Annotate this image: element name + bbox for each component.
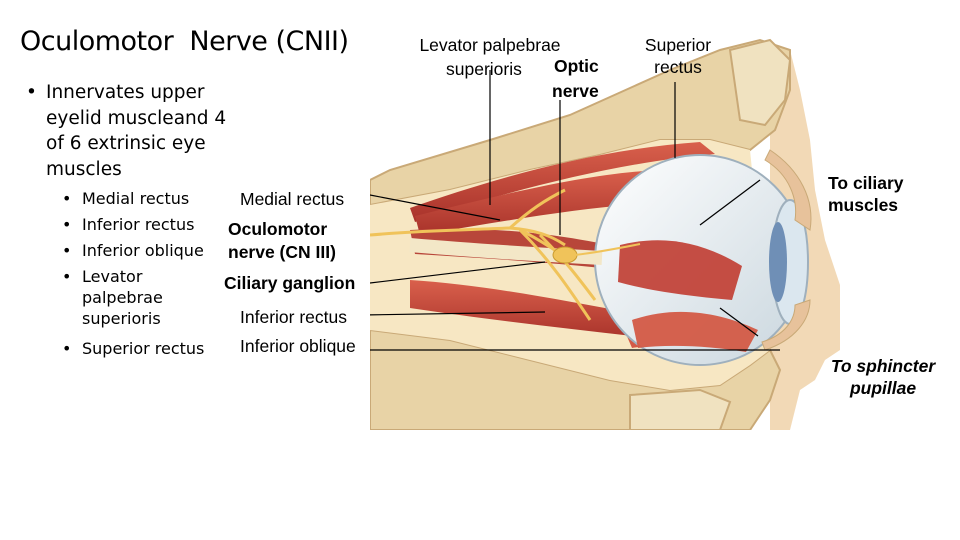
- maxillary-sinus: [629, 388, 732, 430]
- list-item: •Medial rectus: [62, 186, 212, 212]
- list-item: •Inferior rectus: [62, 212, 212, 238]
- optic-label-line2: nerve: [552, 81, 599, 101]
- ciliary-muscles-label: To ciliary muscles: [828, 173, 904, 215]
- sphincter-pupillae-label: To sphincter pupillae: [830, 356, 936, 398]
- bullet-icon: •: [62, 267, 72, 286]
- bullet-icon: •: [26, 82, 37, 103]
- optic-label: Optic: [554, 56, 599, 76]
- oculomotor-nerve-label-line2: nerve (CN III): [228, 242, 336, 262]
- levator-palpebrae-muscle: [410, 142, 715, 222]
- inferior-oblique-insertion: [632, 311, 758, 352]
- inferior-oblique-label: Inferior oblique: [240, 336, 356, 356]
- iris: [769, 222, 787, 302]
- frontal-sinus: [728, 38, 792, 127]
- ciliary-ganglion-label: Ciliary ganglion: [224, 273, 356, 293]
- short-ciliary-nerves: [574, 243, 641, 256]
- eye-orbit-illustration: [370, 38, 840, 430]
- bullet-icon: •: [62, 339, 72, 358]
- list-item: •Levator palpebrae superioris: [62, 267, 163, 328]
- slide-title: Oculomotor Nerve (CNII): [20, 26, 349, 57]
- levator-label: Levator palpebrae: [419, 35, 561, 55]
- muscle-list: •Medial rectus •Inferior rectus •Inferio…: [62, 186, 212, 329]
- intro-text: Innervates upper eyelid muscleand 4 of 6…: [46, 82, 227, 180]
- ciliary-ganglion: [552, 246, 578, 264]
- bullet-icon: •: [62, 241, 72, 260]
- medial-rectus-label: Medial rectus: [240, 189, 345, 209]
- oculomotor-nerve-label: Oculomotor: [228, 219, 328, 239]
- list-item: •Superior rectus: [62, 336, 204, 362]
- superior-rectus-label: Superior rectus: [644, 35, 712, 77]
- levator-label-line2: superioris: [446, 59, 522, 79]
- optic-nerve: [409, 238, 603, 265]
- list-item: •Inferior oblique: [62, 238, 212, 264]
- oculomotor-nerve: [370, 188, 597, 321]
- leader-lines: [370, 70, 780, 351]
- intro-bullet: • Innervates upper eyelid muscleand 4 of…: [26, 80, 241, 182]
- lateral-rectus-insertion: [618, 240, 742, 300]
- inferior-rectus-label: Inferior rectus: [240, 307, 347, 327]
- inferior-rectus-muscle: [410, 280, 670, 340]
- bullet-icon: •: [62, 215, 72, 234]
- lower-eyelid: [761, 299, 811, 351]
- bullet-icon: •: [62, 189, 72, 208]
- orbit-roof-bone: [370, 38, 791, 207]
- upper-eyelid: [764, 149, 812, 231]
